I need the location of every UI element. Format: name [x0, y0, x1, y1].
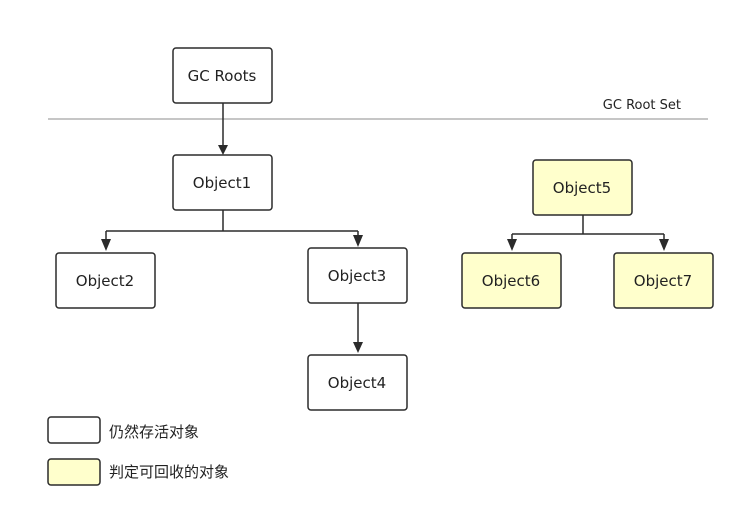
- node-gc-roots: GC Roots: [172, 47, 273, 104]
- legend-swatch-garbage: [47, 458, 101, 486]
- node-object6: Object6: [461, 252, 562, 309]
- legend-item-live: 仍然存活对象: [47, 416, 199, 444]
- arrowhead-object3: [353, 235, 363, 247]
- legend-swatch-live: [47, 416, 101, 444]
- node-object7: Object7: [613, 252, 714, 309]
- legend-label-live: 仍然存活对象: [109, 423, 199, 441]
- node-object5-label: Object5: [553, 179, 611, 197]
- arrowhead-object6: [507, 239, 517, 251]
- node-object3: Object3: [307, 247, 408, 304]
- node-object2-label: Object2: [76, 272, 134, 290]
- node-object1: Object1: [172, 154, 273, 211]
- legend-item-garbage: 判定可回收的对象: [47, 458, 229, 486]
- legend-label-garbage: 判定可回收的对象: [109, 463, 229, 481]
- node-object1-label: Object1: [193, 174, 251, 192]
- arrowhead-object2: [101, 239, 111, 251]
- node-object7-label: Object7: [634, 272, 692, 290]
- legend: 仍然存活对象 判定可回收的对象: [47, 416, 229, 486]
- node-object3-label: Object3: [328, 267, 386, 285]
- arrowhead-object4: [353, 342, 363, 353]
- node-object6-label: Object6: [482, 272, 540, 290]
- arrowhead-object7: [659, 239, 669, 251]
- edges: [101, 103, 669, 353]
- arrowhead-object1: [218, 145, 228, 155]
- node-object2: Object2: [55, 252, 156, 309]
- root-set-label: GC Root Set: [603, 98, 681, 113]
- node-object5: Object5: [532, 159, 633, 216]
- node-object4-label: Object4: [328, 374, 386, 392]
- node-gc-roots-label: GC Roots: [188, 67, 257, 85]
- node-object4: Object4: [307, 354, 408, 411]
